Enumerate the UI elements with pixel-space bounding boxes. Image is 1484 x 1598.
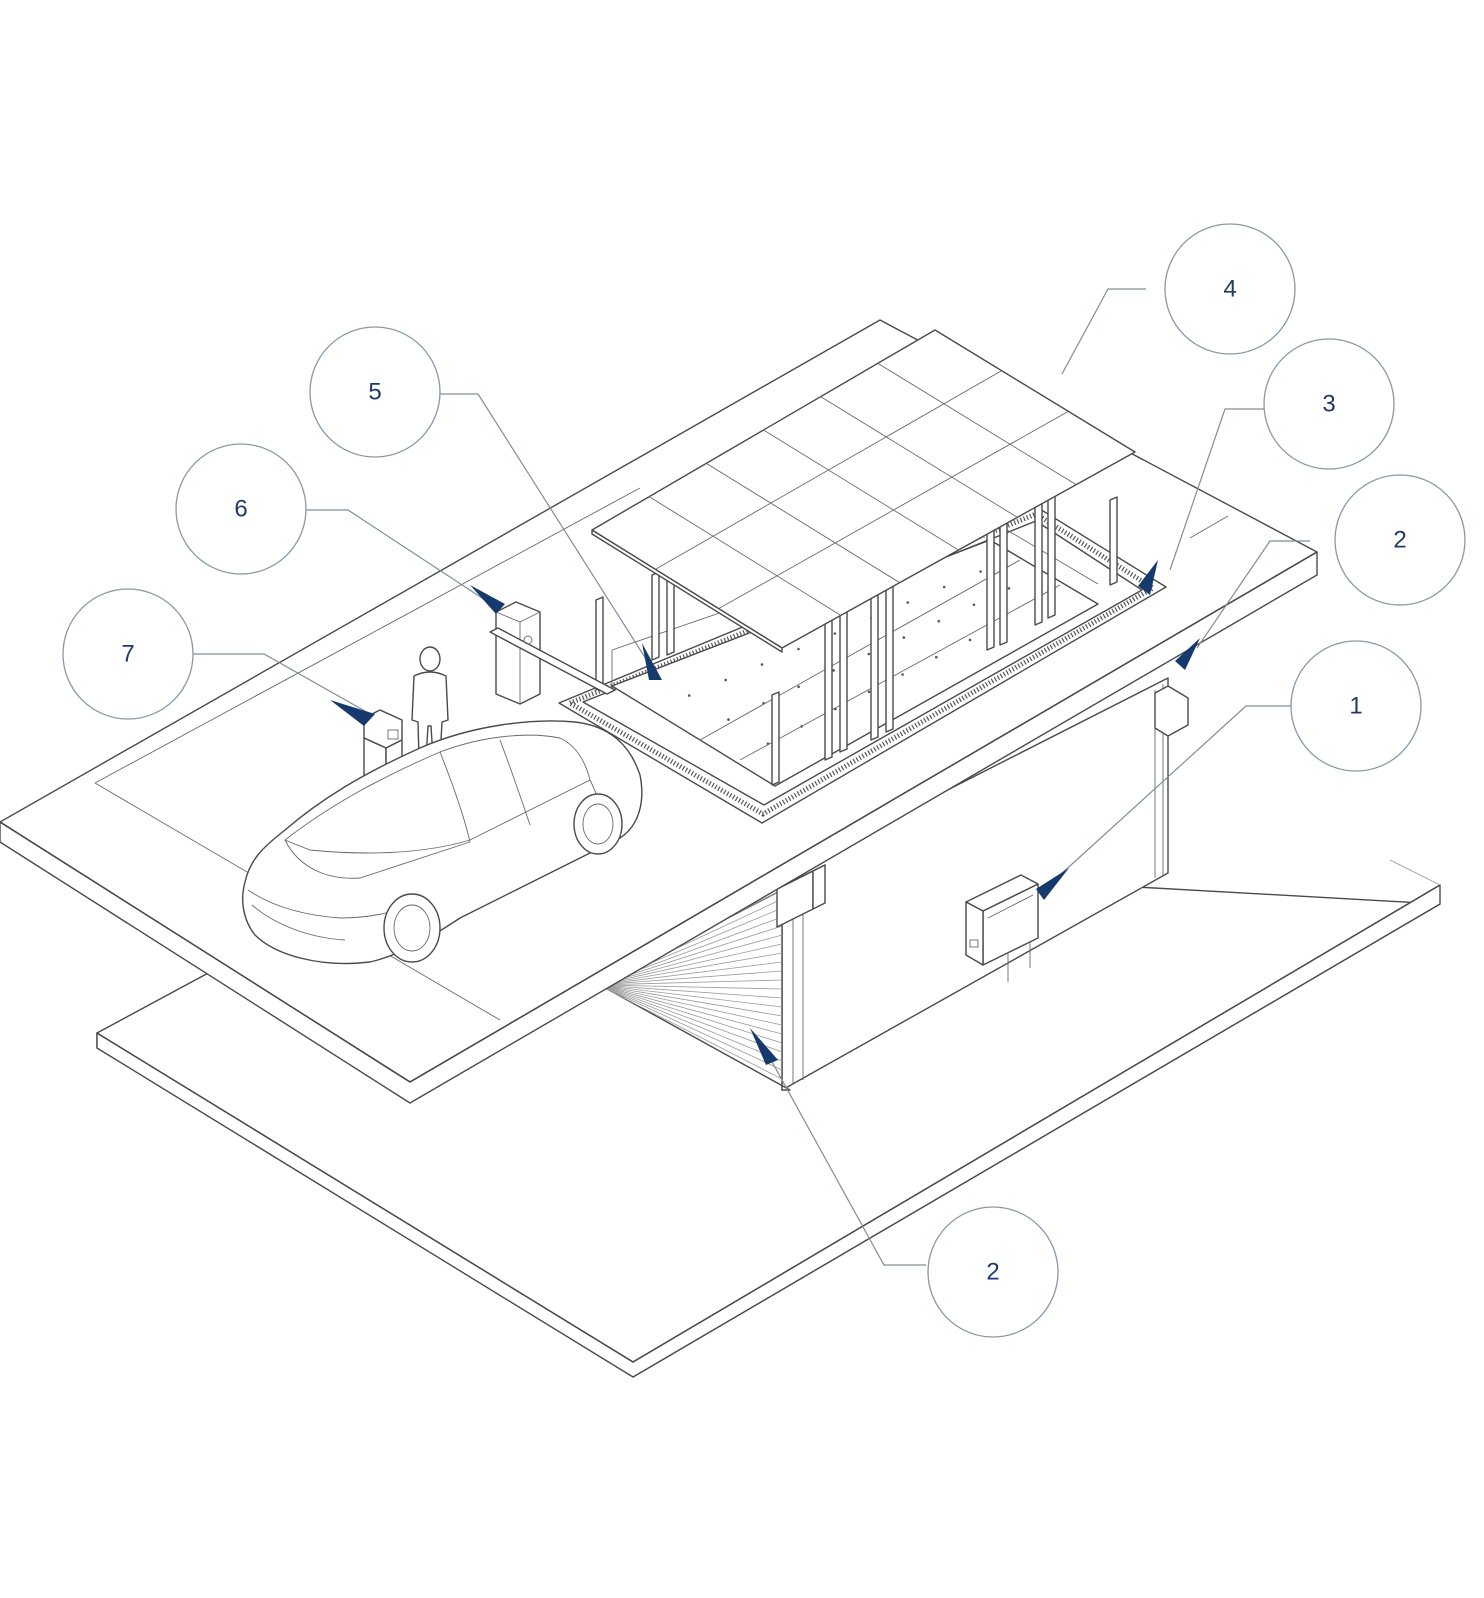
deck-rivet: [979, 570, 982, 573]
deck-rivet: [968, 638, 972, 642]
arrow-5: [642, 643, 662, 680]
deck-rivet: [1007, 587, 1011, 590]
arrowheads: [330, 560, 1200, 1065]
deck-rivet: [901, 673, 904, 676]
callout-6: 6: [175, 443, 307, 575]
canopy-panel-seam: [718, 410, 1069, 610]
shutter-slat: [599, 934, 783, 985]
callout-1-label: 1: [1349, 693, 1362, 720]
callout-2-bottom: 2: [927, 1206, 1059, 1338]
arrow-3: [1138, 560, 1158, 595]
canopy-panel-seam: [706, 462, 900, 584]
deck-rivet: [942, 585, 946, 589]
deck-rivet: [867, 690, 871, 694]
arrow-1: [1036, 868, 1069, 900]
shutter-slat: [599, 985, 783, 1044]
shutter-slat: [599, 952, 783, 985]
shutter-slat: [599, 984, 783, 990]
platform-post: [1109, 496, 1118, 586]
platform-post: [824, 604, 833, 761]
shutter-slat: [599, 970, 783, 986]
platform-post: [839, 596, 848, 753]
shutter-slat: [599, 979, 783, 986]
deck-rivet: [797, 647, 800, 651]
shutter-slat: [599, 985, 783, 1080]
callout-1: 1: [1290, 640, 1422, 772]
wall-mounted-device: [1154, 685, 1189, 737]
deck-rivet: [902, 636, 906, 639]
deck-rivet: [760, 663, 764, 666]
barrier-gate: [489, 601, 616, 705]
arrow-2-bottom: [750, 1028, 778, 1065]
callout-7-label: 7: [121, 641, 134, 668]
canopy-panel-seam: [655, 370, 1002, 570]
platform-post: [771, 691, 780, 786]
callout-2-top-label: 2: [1393, 527, 1406, 554]
canopy-panel-seam: [820, 396, 1018, 518]
shutter-slat: [599, 943, 783, 985]
deck-rivet: [832, 669, 835, 672]
car: [242, 720, 643, 965]
callout-4-label: 4: [1223, 276, 1236, 303]
deck-rivet: [867, 652, 871, 656]
shutter-slat: [599, 984, 783, 999]
deck-rivet: [935, 655, 938, 659]
shutter-slat: [599, 985, 783, 1053]
platform-post: [651, 571, 660, 661]
arrow-7: [330, 700, 375, 726]
shutter-slat: [599, 984, 783, 1008]
control-cabinet: [965, 874, 1039, 982]
shutter-slat: [599, 985, 783, 1026]
deck-rivet: [797, 685, 800, 689]
canopy-panel-seam: [648, 496, 842, 616]
shutter-slat: [599, 984, 783, 1017]
shutter-slat: [599, 985, 783, 1035]
callout-3-label: 3: [1322, 391, 1335, 418]
callout-5-label: 5: [368, 379, 381, 406]
deck-rivet: [687, 694, 691, 697]
deck-rivet: [937, 619, 941, 623]
shutter-slat: [599, 985, 783, 1062]
platform-post: [870, 578, 879, 741]
deck-rivet: [833, 632, 837, 635]
arrow-2-top: [1175, 638, 1200, 670]
solar-canopy: [591, 329, 1136, 653]
platform-post: [885, 570, 894, 733]
deck-rivet: [724, 678, 727, 682]
leader-lines: [190, 288, 1310, 1266]
platform-post: [595, 596, 604, 691]
callout-5: 5: [309, 326, 441, 458]
canopy-panel-seam: [763, 429, 959, 551]
shutter-slat: [599, 985, 783, 1071]
deck-rivet: [972, 603, 976, 607]
callout-2-bottom-label: 2: [986, 1259, 999, 1286]
callout-4: 4: [1164, 223, 1296, 355]
canopy-panel-seam: [877, 362, 1077, 486]
parking-platform: [558, 476, 1167, 824]
callout-3: 3: [1263, 338, 1395, 470]
callout-7: 7: [62, 588, 194, 720]
deck-rivet: [727, 718, 730, 721]
deck-rivet: [906, 601, 909, 604]
arrow-6: [470, 585, 505, 614]
callout-2-top: 2: [1334, 474, 1466, 606]
callout-6-label: 6: [234, 496, 247, 523]
shutter-slat: [599, 961, 783, 986]
